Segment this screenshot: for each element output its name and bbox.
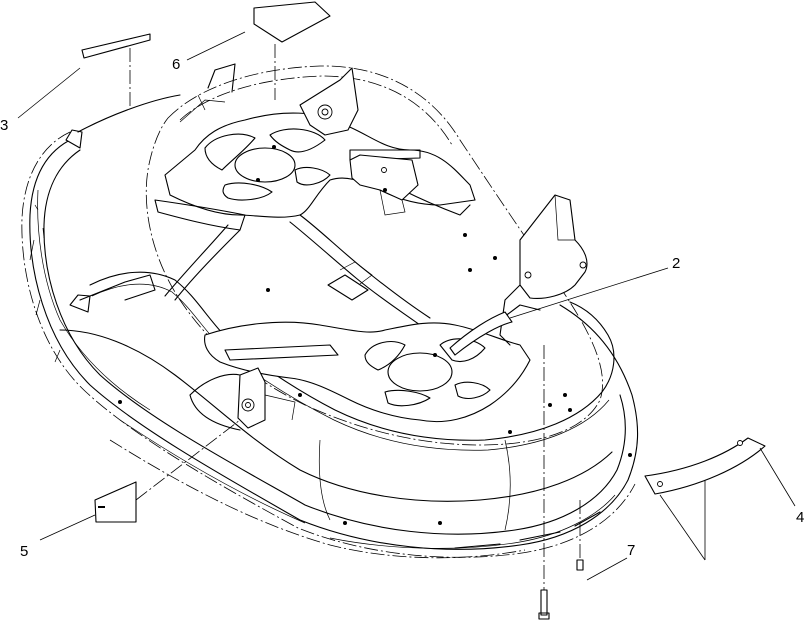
mounting-holes bbox=[118, 145, 632, 525]
part-5-decal bbox=[94, 419, 241, 523]
front-mount-bracket bbox=[189, 367, 296, 431]
lower-spindle-frame bbox=[204, 304, 541, 423]
part-2-curved-shield bbox=[449, 311, 513, 356]
deck-bracket-front bbox=[349, 154, 419, 216]
deck-shell bbox=[21, 131, 639, 559]
callout-7: 7 bbox=[627, 542, 635, 559]
part-3-decal bbox=[81, 33, 151, 108]
callout-2: 2 bbox=[672, 255, 680, 272]
callout-6: 6 bbox=[172, 56, 180, 73]
callout-4: 4 bbox=[796, 509, 804, 526]
part-4-curved-strip bbox=[644, 437, 766, 561]
left-bracket bbox=[65, 94, 181, 313]
callout-labels: 2 3 4 5 6 7 bbox=[0, 56, 804, 560]
part-6-decal bbox=[253, 1, 331, 100]
callout-3: 3 bbox=[0, 117, 8, 134]
part-7-bolts bbox=[538, 345, 584, 620]
rear-bracket-right bbox=[499, 194, 588, 346]
leader-lines bbox=[17, 31, 796, 581]
rear-bracket-left bbox=[197, 63, 359, 136]
top-deck-plate bbox=[145, 65, 603, 446]
callout-5: 5 bbox=[20, 543, 28, 560]
